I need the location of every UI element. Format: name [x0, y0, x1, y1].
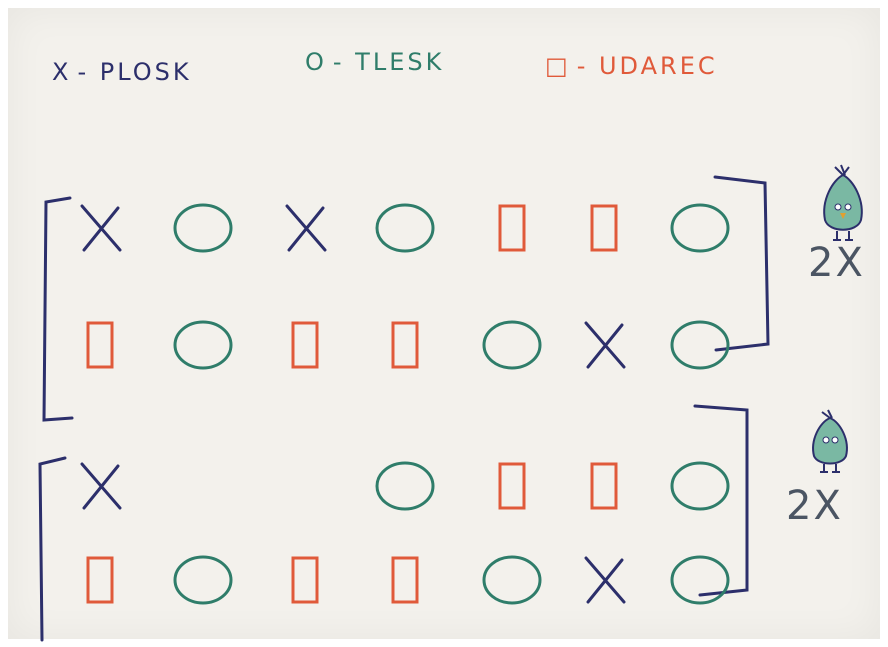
symbols-layer [82, 205, 728, 603]
tlesk-o-mark [672, 322, 728, 368]
tlesk-o-mark [484, 322, 540, 368]
tlesk-o-mark [175, 205, 231, 251]
udarec-box-mark [293, 323, 317, 367]
plosk-x-mark [586, 323, 624, 367]
repeat-count-section2: 2X [786, 483, 843, 529]
onion-bird-icon [813, 410, 847, 472]
plosk-x-mark [586, 558, 624, 602]
tlesk-o-mark [175, 557, 231, 603]
udarec-box-mark [592, 464, 616, 508]
section1-left-bracket [44, 198, 72, 420]
udarec-box-mark [500, 206, 524, 250]
plosk-x-mark [82, 206, 120, 250]
udarec-box-mark [393, 558, 417, 602]
tlesk-o-mark [377, 463, 433, 509]
tlesk-o-mark [175, 322, 231, 368]
tlesk-o-mark [377, 205, 433, 251]
udarec-box-mark [88, 323, 112, 367]
plosk-x-mark [287, 206, 325, 250]
tlesk-o-mark [672, 205, 728, 251]
tlesk-o-mark [672, 463, 728, 509]
plosk-x-mark [82, 464, 120, 508]
udarec-box-mark [393, 323, 417, 367]
section1-right-bracket [715, 177, 768, 350]
udarec-box-mark [293, 558, 317, 602]
repeat-count-section1: 2X [808, 240, 865, 286]
udarec-box-mark [500, 464, 524, 508]
onion-bird-icon [824, 165, 862, 240]
tlesk-o-mark [484, 557, 540, 603]
section2-left-bracket [40, 458, 65, 640]
udarec-box-mark [592, 206, 616, 250]
udarec-box-mark [88, 558, 112, 602]
